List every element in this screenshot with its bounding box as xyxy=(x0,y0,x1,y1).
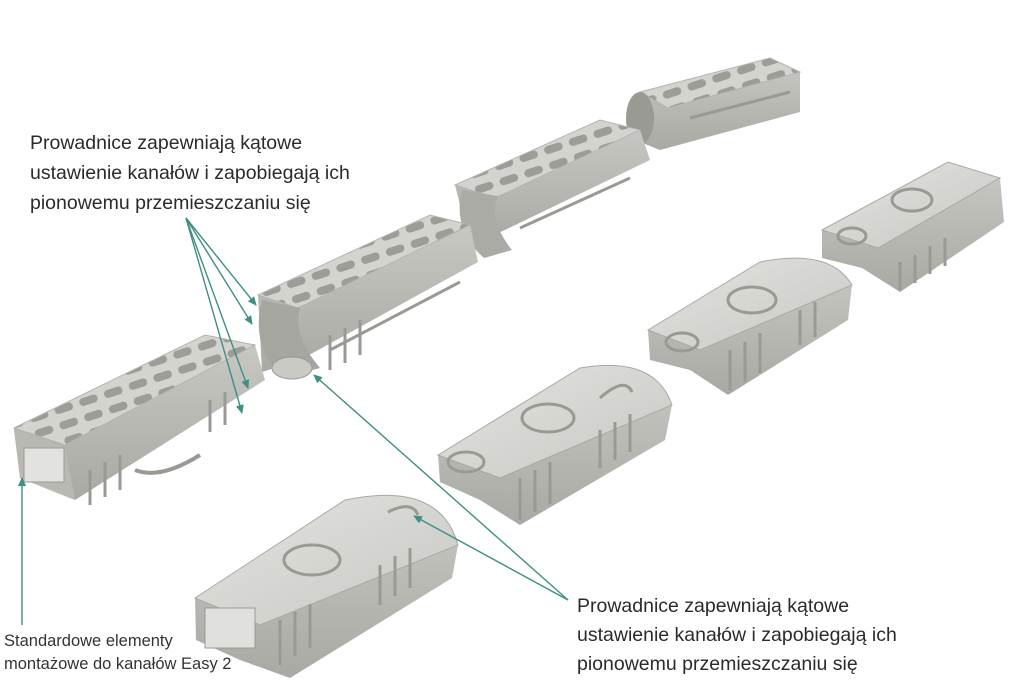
arrow-guide-3 xyxy=(185,217,250,389)
arrow-guide-1 xyxy=(185,217,257,306)
caption-standard-elements: Standardowe elementy montażowe do kanałó… xyxy=(4,630,231,676)
arrow-guide-4 xyxy=(185,217,244,414)
arrow-guide-5 xyxy=(313,374,569,601)
arrow-guide-2 xyxy=(185,217,253,325)
caption-line: ustawienie kanałów i zapobiegają ich xyxy=(30,162,350,184)
channel-segment-grated-1 xyxy=(12,334,265,505)
channel-segment-grated-4 xyxy=(626,57,802,150)
channel-segment-grated-2 xyxy=(256,214,478,380)
caption-line: ustawienie kanałów i zapobiegają ich xyxy=(577,624,897,646)
caption-line: pionowemu przemieszczaniu się xyxy=(30,192,311,214)
assembly-element-3 xyxy=(646,257,853,395)
caption-guides-bottom: Prowadnice zapewniają kątowe ustawienie … xyxy=(577,592,897,679)
arrow-guide-6 xyxy=(413,515,569,601)
caption-line: Prowadnice zapewniają kątowe xyxy=(577,595,850,617)
caption-line: Standardowe elementy xyxy=(4,632,173,650)
caption-line: Prowadnice zapewniają kątowe xyxy=(30,132,303,154)
callout-arrows-top xyxy=(185,217,257,414)
assembly-element-1 xyxy=(193,494,459,678)
caption-line: pionowemu przemieszczaniu się xyxy=(577,653,858,675)
caption-guides-top: Prowadnice zapewniają kątowe ustawienie … xyxy=(30,128,350,218)
assembly-element-2 xyxy=(436,364,673,525)
caption-line: montażowe do kanałów Easy 2 xyxy=(4,655,232,673)
channel-segment-grated-3 xyxy=(453,119,650,258)
assembly-element-4 xyxy=(820,161,1004,292)
callout-arrows-bottom xyxy=(313,374,569,601)
